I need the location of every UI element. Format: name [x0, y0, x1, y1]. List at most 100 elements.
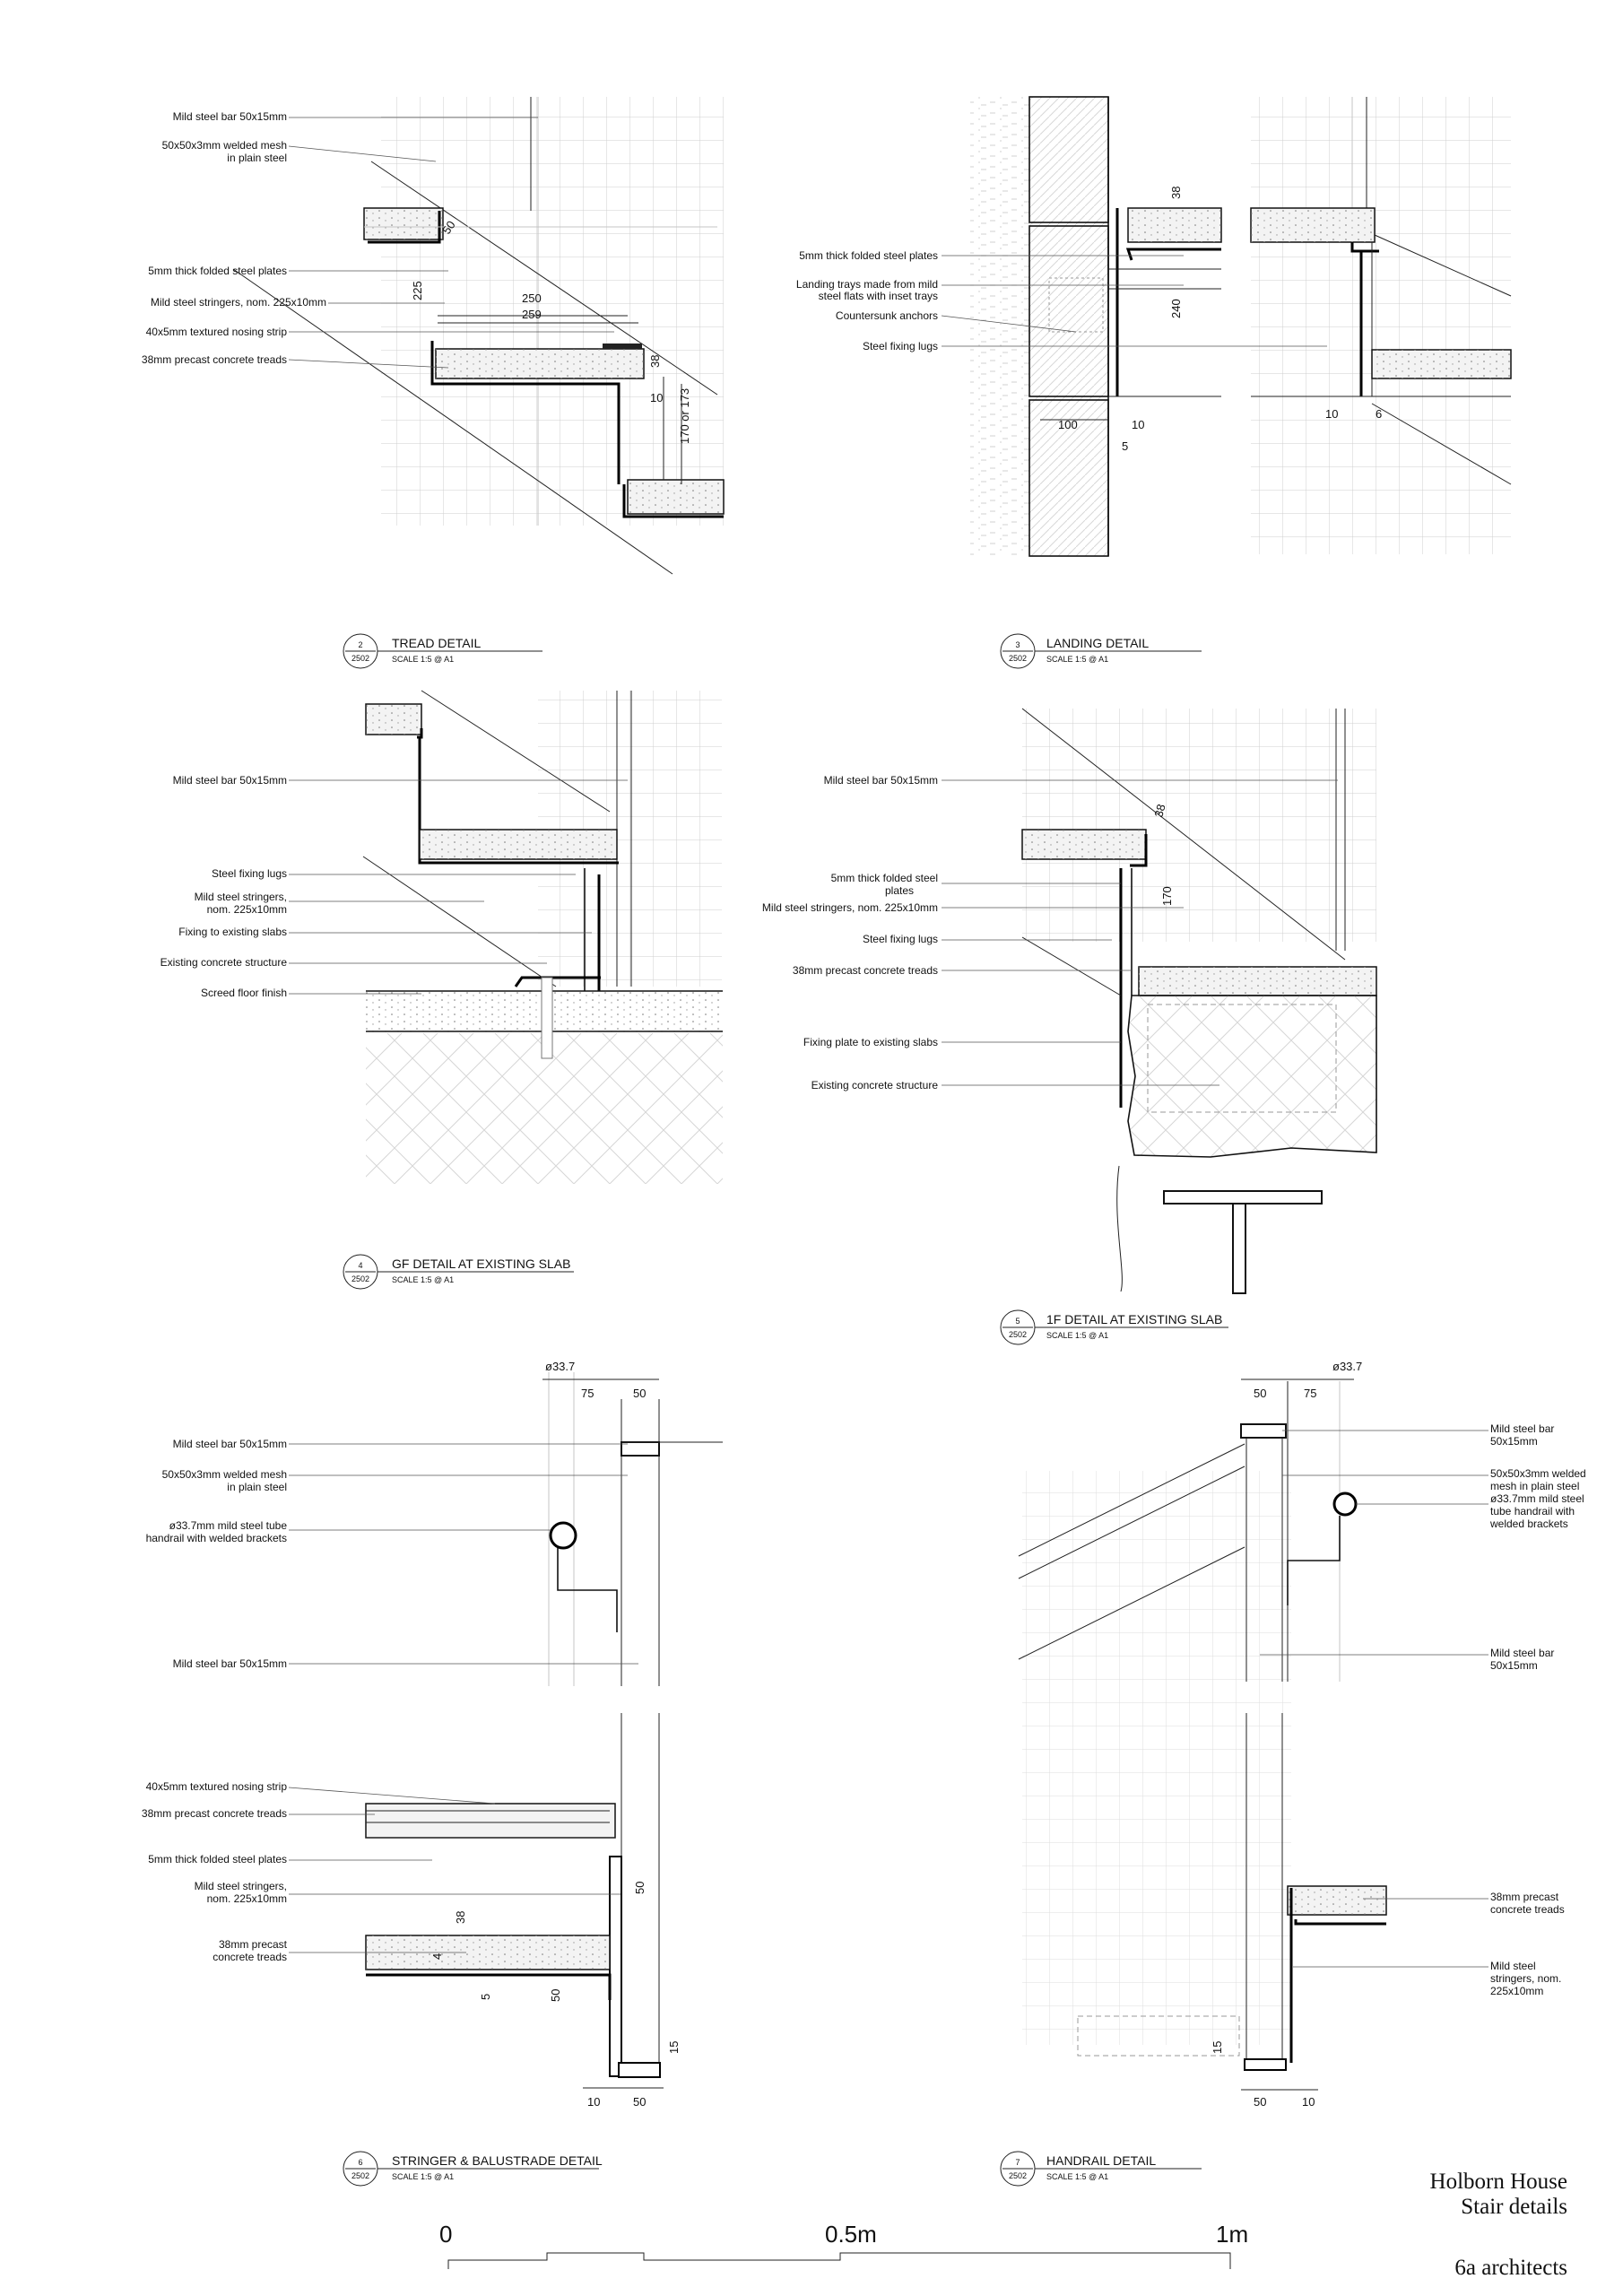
handrail-dim-50-bottom: 50 — [1254, 2095, 1266, 2109]
tread-label-plates: 5mm thick folded steel plates — [148, 265, 287, 277]
stringer-label-bar-bottom: Mild steel bar 50x15mm — [173, 1657, 287, 1670]
stringer-label-handrail: ø33.7mm mild steel tube — [169, 1519, 288, 1532]
stringer-label-mesh-2: in plain steel — [227, 1481, 287, 1493]
landing-dim-6: 6 — [1376, 407, 1382, 421]
f1-label-bar: Mild steel bar 50x15mm — [824, 774, 938, 787]
stringer-detail-title: 6 2502 STRINGER & BALUSTRADE DETAIL SCAL… — [343, 2151, 603, 2187]
stringer-dim-50-bottom: 50 — [633, 2095, 646, 2109]
stringer-detail-drawing — [365, 1372, 723, 2078]
title-block: Holborn House Stair details 6a architect… — [1430, 2170, 1567, 2280]
gf-detail-labels: Mild steel bar 50x15mm Steel fixing lugs… — [161, 774, 288, 999]
scale-label-1m: 1m — [1216, 2221, 1248, 2248]
stringer-dim-38: 38 — [454, 1911, 467, 1924]
handrail-detail-title: 7 2502 HANDRAIL DETAIL SCALE 1:5 @ A1 — [1000, 2151, 1202, 2187]
stringer-detail-leaders — [288, 1443, 638, 1953]
landing-label-anchors: Countersunk anchors — [836, 309, 938, 322]
landing-dim-10a: 10 — [1132, 418, 1144, 431]
stringer-label-plates: 5mm thick folded steel plates — [148, 1853, 287, 1866]
handrail-label-bar-top-2: 50x15mm — [1490, 1435, 1538, 1448]
landing-dim-38: 38 — [1169, 187, 1183, 199]
gf-detail-drawing — [362, 690, 723, 1184]
handrail-detail-scale: SCALE 1:5 @ A1 — [1046, 2172, 1108, 2181]
stringer-detail-labels: Mild steel bar 50x15mm 50x50x3mm welded … — [142, 1438, 288, 1963]
stringer-label-nosing: 40x5mm textured nosing strip — [146, 1780, 288, 1793]
stringer-dim-50-top: 50 — [633, 1387, 646, 1400]
handrail-label-stringers-3: 225x10mm — [1490, 1985, 1543, 1997]
f1-detail-labels: Mild steel bar 50x15mm 5mm thick folded … — [762, 774, 938, 1091]
handrail-label-mesh-2: mesh in plain steel — [1490, 1480, 1579, 1492]
handrail-detail-dimensions: ø33.7 50 75 15 50 10 — [1211, 1360, 1362, 2109]
stringer-label-treads-2: 38mm precast — [219, 1938, 288, 1951]
stringer-detail-title-text: STRINGER & BALUSTRADE DETAIL — [392, 2153, 603, 2168]
tread-dim-259: 259 — [522, 308, 542, 321]
landing-dim-100: 100 — [1058, 418, 1078, 431]
handrail-label-tube: ø33.7mm mild steel — [1490, 1492, 1584, 1505]
tread-label-nosing: 40x5mm textured nosing strip — [146, 326, 288, 338]
f1-dim-170: 170 — [1160, 886, 1174, 906]
f1-label-treads: 38mm precast concrete treads — [793, 964, 938, 977]
tread-dim-225: 225 — [411, 281, 424, 300]
f1-label-plates-2: plates — [885, 884, 914, 897]
landing-detail-dimensions: 38 240 100 10 5 10 6 — [1040, 187, 1382, 453]
gf-detail-title: 4 2502 GF DETAIL AT EXISTING SLAB SCALE … — [343, 1254, 574, 1290]
stringer-label-handrail-2: handrail with welded brackets — [146, 1532, 287, 1544]
handrail-detail-leaders — [1260, 1430, 1488, 1968]
gf-detail-number: 4 — [358, 1261, 362, 1270]
gf-detail-sheet: 2502 — [352, 1274, 369, 1283]
architect-name: 6a architects — [1454, 2256, 1567, 2280]
f1-label-plates: 5mm thick folded steel — [831, 872, 938, 884]
gf-label-screed: Screed floor finish — [201, 987, 287, 999]
tread-detail-sheet: 2502 — [352, 654, 369, 663]
stringer-dim-10: 10 — [587, 2095, 600, 2109]
handrail-detail-title-text: HANDRAIL DETAIL — [1046, 2153, 1156, 2168]
tread-detail-title-text: TREAD DETAIL — [392, 636, 482, 650]
tread-detail-dimensions: 50 225 250 259 38 10 170 or 173 — [411, 218, 691, 444]
handrail-label-stringers-2: stringers, nom. — [1490, 1972, 1561, 1985]
tread-label-mesh-2: in plain steel — [227, 152, 287, 164]
tread-label-mesh: 50x50x3mm welded mesh — [162, 139, 287, 152]
project-name: Holborn House — [1430, 2170, 1567, 2194]
stringer-label-treads-2b: concrete treads — [213, 1951, 287, 1963]
landing-dim-240: 240 — [1169, 299, 1183, 318]
handrail-detail-labels: Mild steel bar 50x15mm 50x50x3mm welded … — [1489, 1422, 1586, 1997]
stringer-label-bar-top: Mild steel bar 50x15mm — [173, 1438, 287, 1450]
stringer-dim-50-side: 50 — [633, 1882, 647, 1894]
f1-label-structure: Existing concrete structure — [812, 1079, 939, 1091]
stringer-detail-number: 6 — [358, 2158, 362, 2167]
stringer-detail-sheet: 2502 — [352, 2171, 369, 2180]
f1-detail-drawing — [1021, 708, 1377, 1294]
landing-dim-10b: 10 — [1325, 407, 1338, 421]
handrail-label-bar-top: Mild steel bar — [1490, 1422, 1554, 1435]
gf-detail-title-text: GF DETAIL AT EXISTING SLAB — [392, 1257, 570, 1271]
handrail-dim-75: 75 — [1304, 1387, 1316, 1400]
landing-label-trays: Landing trays made from mild — [796, 278, 938, 291]
landing-detail-title-text: LANDING DETAIL — [1046, 636, 1149, 650]
landing-label-trays-2: steel flats with inset trays — [819, 290, 938, 302]
f1-detail-title-text: 1F DETAIL AT EXISTING SLAB — [1046, 1312, 1222, 1326]
f1-detail-dimensions: 38 170 — [1151, 803, 1174, 906]
handrail-label-treads: 38mm precast — [1490, 1891, 1559, 1903]
handrail-dim-50-top: 50 — [1254, 1387, 1266, 1400]
handrail-label-stringers: Mild steel — [1490, 1960, 1536, 1972]
handrail-label-mesh: 50x50x3mm welded — [1490, 1467, 1586, 1480]
tread-dim-38: 38 — [648, 355, 662, 368]
f1-detail-number: 5 — [1015, 1317, 1020, 1326]
landing-detail-drawing — [970, 96, 1512, 557]
tread-label-stringers: Mild steel stringers, nom. 225x10mm — [151, 296, 326, 309]
handrail-label-tube-3: welded brackets — [1489, 1518, 1568, 1530]
landing-detail-sheet: 2502 — [1009, 654, 1027, 663]
tread-detail-leaders — [288, 117, 614, 369]
stringer-dim-dia: ø33.7 — [545, 1360, 575, 1373]
landing-label-lugs: Steel fixing lugs — [863, 340, 938, 352]
landing-label-plates: 5mm thick folded steel plates — [799, 249, 938, 262]
gf-detail-leaders — [289, 779, 628, 995]
stringer-label-mesh: 50x50x3mm welded mesh — [162, 1468, 287, 1481]
stringer-dim-5: 5 — [479, 1994, 492, 2000]
tread-label-bar: Mild steel bar 50x15mm — [173, 110, 287, 123]
stringer-label-stringers-2: nom. 225x10mm — [207, 1892, 287, 1905]
tread-label-treads: 38mm precast concrete treads — [142, 353, 287, 366]
gf-label-lugs: Steel fixing lugs — [212, 867, 287, 880]
stringer-dim-4: 4 — [430, 1953, 444, 1960]
landing-dim-5: 5 — [1122, 439, 1128, 453]
